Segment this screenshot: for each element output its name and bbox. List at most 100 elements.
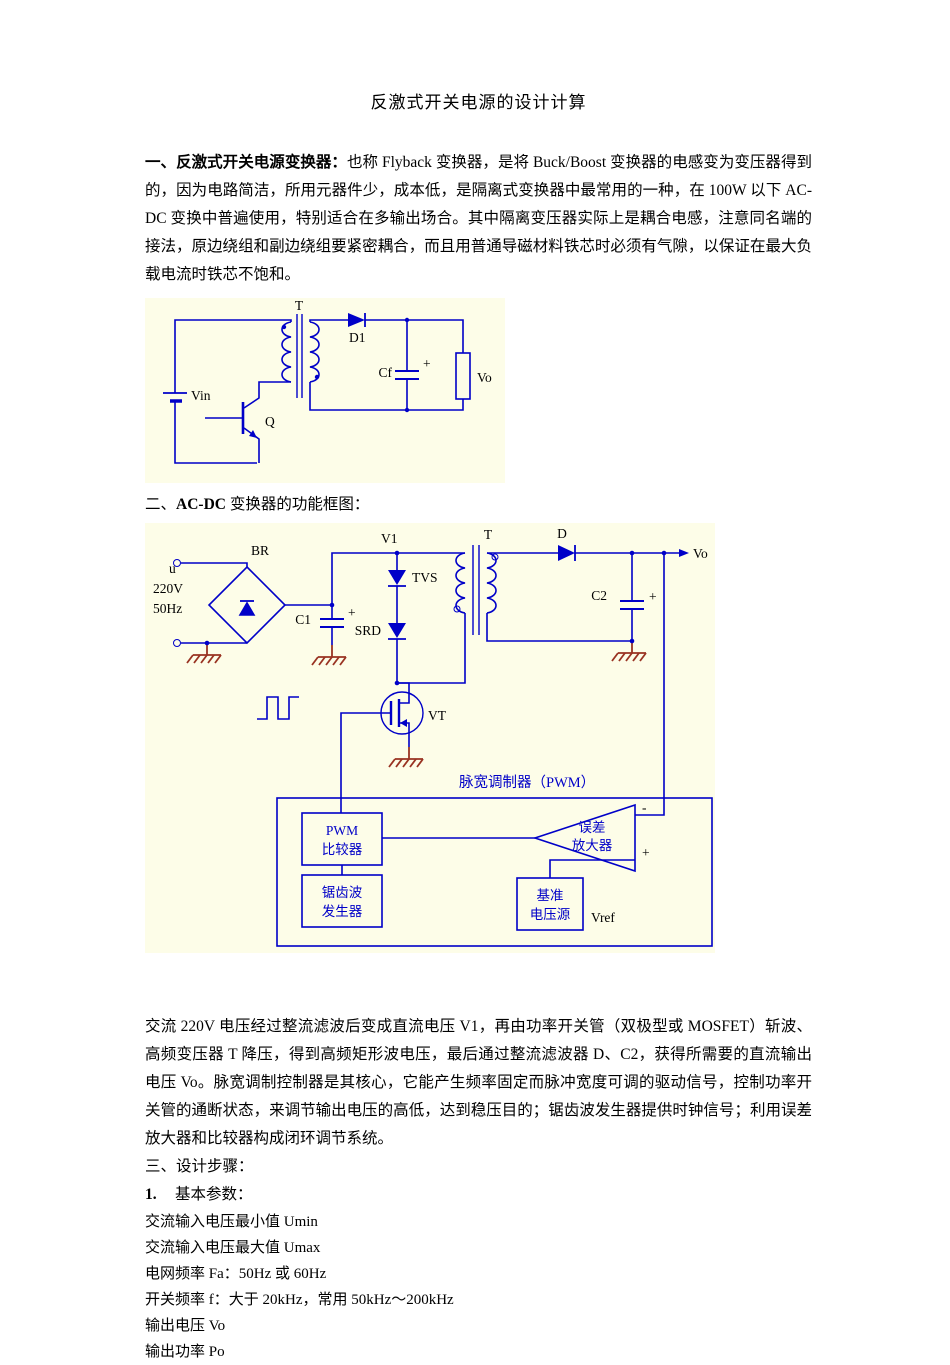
input-terminal-bottom (173, 639, 181, 647)
pwm-outer-box (276, 797, 713, 947)
figure-acdc-block-diagram: u 220V 50Hz BR V1 C1 + TVS SRD T D C2 + … (145, 523, 715, 953)
section2-heading: 二、AC-DC 变换器的功能框图： (145, 491, 812, 519)
label-cf-plus: + (423, 356, 431, 371)
label-ref-2: 电压源 (530, 907, 571, 922)
figure-flyback-circuit: T D1 Cf + Vo Vin Q (145, 298, 505, 483)
diode-d (558, 545, 576, 561)
vo-arrow (679, 549, 689, 557)
emitter-arrow (249, 430, 257, 438)
param-line: 交流输入电压最大值 Umax (145, 1240, 321, 1256)
label-c2-plus: + (649, 589, 657, 604)
param-line: 输出电压 Vo (145, 1318, 226, 1334)
mosfet-vt (380, 691, 424, 735)
label-vo: Vo (693, 546, 708, 561)
label-pwm-title: 脉宽调制器（PWM） (459, 774, 595, 791)
item-number: 1. (145, 1186, 157, 1203)
junction-dot (404, 317, 410, 323)
label-q: Q (265, 414, 275, 429)
label-t: T (295, 298, 304, 313)
label-ref-1: 基准 (537, 887, 564, 903)
section2-rest: 变换器的功能框图： (225, 496, 370, 513)
ground-symbol (611, 640, 647, 662)
label-220v: 220V (153, 581, 183, 596)
label-d1: D1 (349, 330, 366, 345)
label-v1: V1 (381, 531, 398, 546)
paragraph-2: 交流 220V 电压经过整流滤波后变成直流电压 V1，再由功率开关管（双极型或 … (145, 1018, 812, 1147)
label-plus: + (642, 845, 650, 860)
label-vin: Vin (191, 388, 211, 403)
page-title: 反激式开关电源的设计计算 (370, 93, 587, 112)
section3-heading: 三、设计步骤： (145, 1158, 254, 1175)
label-d: D (557, 526, 567, 541)
diode-d1 (348, 313, 366, 327)
param-line: 交流输入电压最小值 Umin (145, 1214, 318, 1230)
label-c1: C1 (295, 612, 311, 627)
param-line: 电网频率 Fa：50Hz 或 60Hz (145, 1266, 327, 1282)
label-srd: SRD (355, 623, 382, 638)
label-vref: Vref (591, 910, 615, 925)
label-c1-plus: + (348, 605, 356, 620)
item-text: 基本参数： (175, 1186, 253, 1203)
capacitor-cf (395, 370, 419, 380)
junction-dot (629, 638, 635, 644)
polarity-dot (314, 374, 320, 380)
label-pwm-cmp-2: 比较器 (322, 842, 363, 857)
label-cf: Cf (379, 365, 393, 380)
circuit-wires (174, 319, 464, 464)
acdc-schematic: u 220V 50Hz BR V1 C1 + TVS SRD T D C2 + … (153, 526, 713, 947)
polarity-dot (453, 605, 461, 613)
label-saw-1: 锯齿波 (322, 885, 363, 900)
param-line: 输出功率 Po (145, 1344, 225, 1360)
transformer-t (281, 314, 320, 398)
pwm-comparator-box (301, 812, 383, 866)
junction-dot (394, 680, 400, 686)
junction-dot (404, 407, 410, 413)
ground-symbol (311, 644, 347, 666)
paragraph-1: 一、反激式开关电源变换器：也称 Flyback 变换器，是将 Buck/Boos… (145, 149, 812, 289)
section1-body: 也称 Flyback 变换器，是将 Buck/Boost 变换器的电感变为变压器… (145, 154, 812, 283)
bridge-rectifier-br (207, 565, 287, 645)
transistor-q (241, 402, 257, 438)
param-line: 开关频率 f：大于 20kHz，常用 50kHz～200kHz (145, 1292, 454, 1308)
junction-dot (661, 550, 667, 556)
flyback-schematic: T D1 Cf + Vo Vin Q (163, 298, 492, 464)
item-basic-params: 1. 基本参数： (145, 1181, 812, 1209)
section2-prefix: 二、 (145, 496, 177, 513)
capacitor-c2 (620, 600, 644, 610)
label-err-2: 放大器 (572, 838, 613, 853)
load-resistor-vo (455, 352, 471, 400)
label-u: u (169, 561, 176, 576)
label-saw-2: 发生器 (322, 904, 363, 919)
junction-dot (204, 640, 210, 646)
label-vt: VT (428, 708, 447, 723)
label-pwm-cmp-1: PWM (326, 823, 358, 838)
polarity-dot (491, 553, 499, 561)
label-c2: C2 (591, 588, 607, 603)
circuit-wires (181, 552, 679, 878)
polarity-dot (281, 324, 287, 330)
battery-vin (163, 392, 187, 403)
ground-symbol (186, 642, 222, 664)
input-terminal-top (173, 559, 181, 567)
label-tvs: TVS (412, 570, 438, 585)
tvs-diode (388, 570, 406, 587)
junction-dot (629, 550, 635, 556)
label-err-1: 误差 (579, 820, 606, 835)
label-minus: - (642, 800, 647, 815)
section2-bold: AC-DC (176, 496, 226, 513)
label-vo: Vo (477, 370, 492, 385)
transformer-t (455, 545, 497, 635)
label-50hz: 50Hz (153, 601, 182, 616)
section1-heading: 一、反激式开关电源变换器： (145, 154, 347, 171)
junction-dot (394, 550, 400, 556)
reference-source-box (516, 877, 584, 931)
square-wave-icon (257, 696, 299, 720)
srd-diode (388, 623, 406, 640)
label-t: T (484, 527, 493, 542)
error-amplifier (532, 803, 636, 873)
ground-symbol (388, 746, 424, 768)
sawtooth-generator-box (301, 874, 383, 928)
capacitor-c1 (320, 618, 344, 628)
junction-dot (329, 602, 335, 608)
